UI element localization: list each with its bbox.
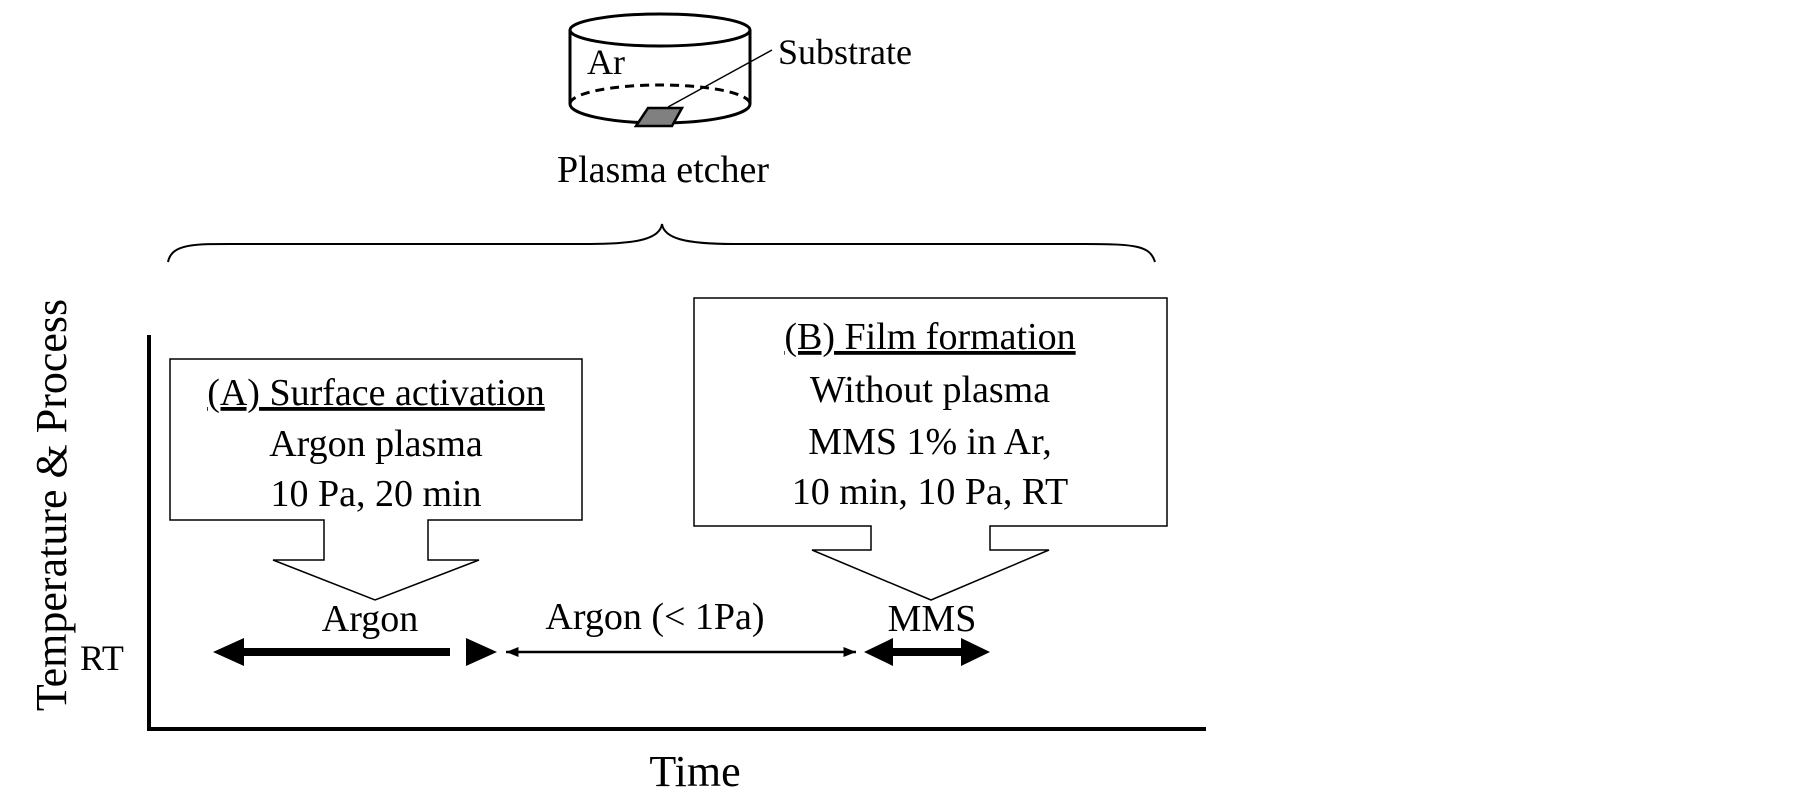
mms-phase-label: MMS (888, 598, 977, 640)
box-b-line3: 10 min, 10 Pa, RT (792, 471, 1068, 513)
substrate-shape (633, 106, 685, 128)
x-axis-label: Time (649, 747, 740, 791)
box-b-line2: MMS 1% in Ar, (808, 421, 1051, 463)
substrate-label: Substrate (778, 32, 912, 72)
callout-box-a (169, 358, 583, 601)
rt-label: RT (80, 638, 124, 678)
argon-low-pressure-label: Argon (< 1Pa) (545, 596, 764, 638)
callout-box-b (693, 297, 1168, 601)
chamber-brace (167, 223, 1156, 263)
argon-phase-arrow (213, 638, 497, 666)
box-a-line1: Argon plasma (269, 423, 483, 465)
box-b-line1: Without plasma (810, 369, 1050, 411)
box-a-line2: 10 Pa, 20 min (270, 473, 481, 515)
substrate-leader-line (667, 49, 773, 108)
plasma-etcher-caption: Plasma etcher (557, 149, 769, 191)
box-a-title: (A) Surface activation (207, 372, 545, 414)
argon-phase-label: Argon (322, 598, 418, 640)
box-b-title: (B) Film formation (784, 316, 1075, 358)
mms-phase-arrow (864, 638, 990, 666)
y-axis-label: Temperature & Process (27, 299, 76, 711)
chamber-gas-label: Ar (587, 42, 625, 82)
